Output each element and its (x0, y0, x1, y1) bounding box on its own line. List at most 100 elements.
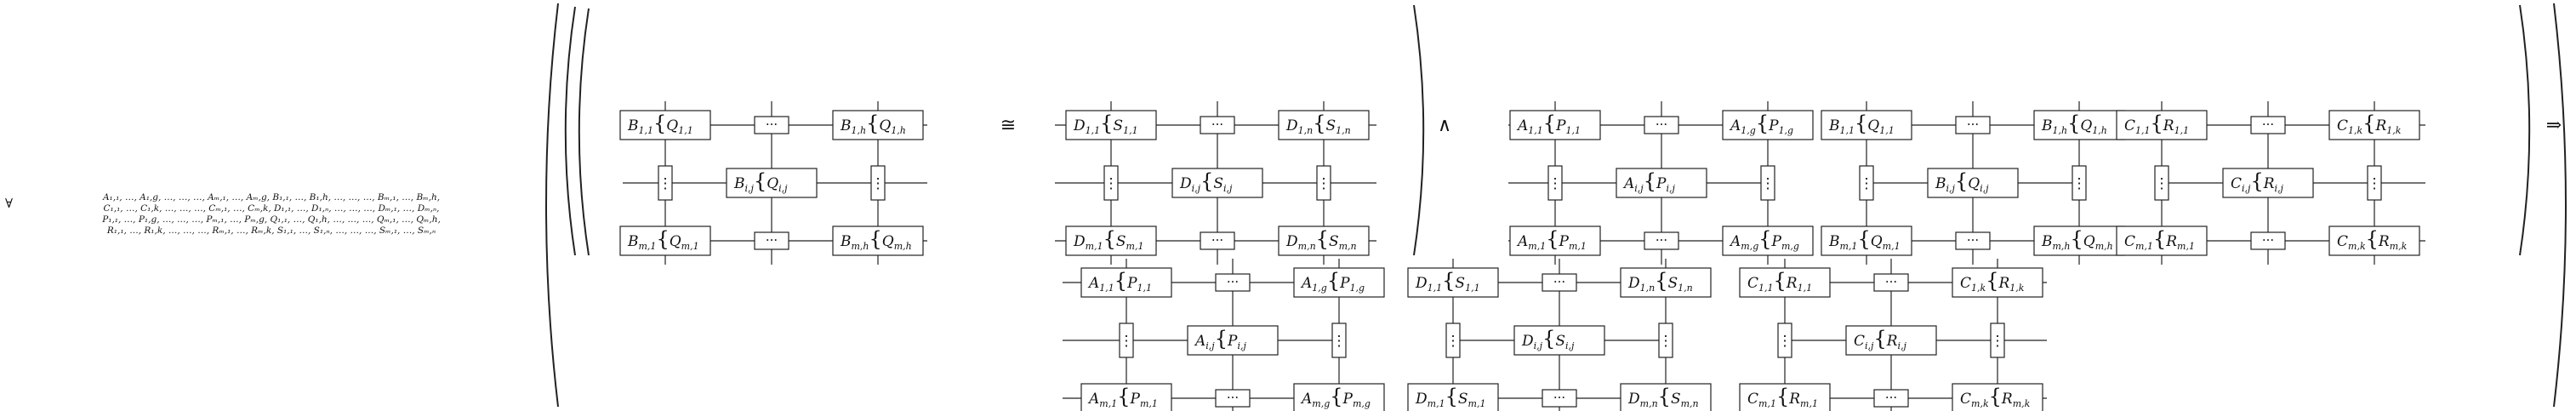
grid-b-q-top-vdots-right: ⋮ (2072, 165, 2087, 201)
grid-c-r-bottom-hdots-top: ··· (1873, 273, 1909, 292)
grid-a-p-top-vdots-left-glyph: ⋮ (1548, 175, 1563, 192)
grid-a-p-top-middle-box (1616, 168, 1707, 198)
grid-d-s-bottom-top-right: D1,n{S1,n (1620, 267, 1712, 298)
grid-a-p-bottom-middle: Ai,j{Pi,j (1187, 325, 1279, 356)
grid-a-p-bottom-bottom-right-box (1293, 383, 1385, 411)
grid-a-p-bottom-bottom-right-label: Am,g{Pm,g (1300, 385, 1371, 409)
grid-a-p-bottom-vdots-right-glyph: ⋮ (1332, 333, 1347, 350)
cong-symbol: ≅ (1000, 115, 1016, 136)
inner-left-paren-2 (578, 8, 590, 256)
grid-c-r-top-vdots-left-box (2154, 165, 2169, 201)
grid-d-s-hdots-bottom: ··· (1200, 231, 1235, 250)
forall-symbol: ∀ (5, 196, 14, 211)
grid-b-q-top-bottom-right: Bm,h{Qm,h (2033, 225, 2125, 256)
grid-b-q-top-top-right: B1,h{Q1,h (2033, 110, 2125, 140)
grid-a-p-bottom-top-left: A1,1{P1,1 (1080, 267, 1172, 298)
grid-b-q-bottom-left-box (619, 225, 711, 256)
grid-d-s-vdots-left: ⋮ (1103, 165, 1119, 201)
grid-d-s-bottom-bottom-left-label: Dm,1{Sm,1 (1415, 385, 1485, 409)
grid-b-q-vdots-left-box (658, 165, 673, 201)
grid-c-r-top-hdots-bottom: ··· (2250, 231, 2286, 250)
grid-c-r-top-top-left-label: C1,1{R1,1 (2124, 111, 2189, 136)
grid-a-p-top-hdots-bottom-glyph: ··· (1656, 232, 1667, 248)
grid-c-r-bottom-bottom-right-label: Cm,k{Rm,k (1960, 385, 2031, 409)
grid-d-s-middle-label: Di,j{Si,j (1179, 169, 1233, 194)
grid-c-r-top-bottom-right-label: Cm,k{Rm,k (2337, 227, 2408, 252)
grid-b-q-top-vdots-right-box (2072, 165, 2087, 201)
grid-c-r-top-hdots-bottom-glyph: ··· (2262, 232, 2274, 248)
grid-b-q-top-left-box (619, 110, 711, 140)
wedge-symbol: ∧ (1438, 115, 1451, 136)
grid-b-q-top-middle-box (1927, 168, 2019, 198)
grid-c-r-top-top-left-box (2116, 110, 2208, 140)
grid-d-s-hdots-top-box (1200, 116, 1235, 134)
grid-b-q-middle-box (726, 168, 818, 198)
grid-a-p-bottom-hdots-top-glyph: ··· (1227, 274, 1239, 289)
grid-d-s-bottom-hdots-bottom-glyph: ··· (1553, 390, 1565, 405)
grid-a-p-top-top-left-box (1509, 110, 1601, 140)
grid-d-s-bottom-right: Dm,n{Sm,n (1278, 225, 1370, 256)
grid-d-s-bottom: D1,1{S1,1···D1,n{S1,n⋮Di,j{Si,j⋮Dm,1{Sm,… (1407, 259, 1712, 411)
grid-a-p-top-middle: Ai,j{Pi,j (1616, 168, 1707, 198)
grid-d-s-bottom-left: Dm,1{Sm,1 (1065, 225, 1157, 256)
quantifier-line-2: C₁,₁, …, C₁,k, …, …, …, Cₘ,₁, …, Cₘ,k, D… (103, 203, 440, 214)
grid-a-p-top-hdots-top-glyph: ··· (1656, 117, 1667, 132)
grid-c-r-top-middle: Ci,j{Ri,j (2222, 168, 2314, 198)
grid-a-p-top-top-left-label: A1,1{P1,1 (1516, 111, 1581, 136)
quantifier-block: ∀ A₁,₁, …, A₁,g, …, …, …, Aₘ,₁, …, Aₘ,g,… (0, 0, 527, 411)
grid-c-r-top-hdots-top-glyph: ··· (2262, 117, 2274, 132)
grid-a-p-bottom-hdots-bottom: ··· (1215, 389, 1251, 408)
grid-c-r-top-top-left: C1,1{R1,1 (2116, 110, 2208, 140)
grid-a-p-bottom-middle-box (1187, 325, 1279, 356)
grid-b-q-top-hdots-bottom-box (1955, 231, 1991, 250)
grid-c-r-top-top-right-box (2328, 110, 2420, 140)
grid-c-r-bottom-top-left-label: C1,1{R1,1 (1747, 269, 1812, 294)
grid-a-p-top: A1,1{P1,1···A1,g{P1,g⋮Ai,j{Pi,j⋮Am,1{Pm,… (1508, 101, 1814, 265)
grid-b-q-top-middle-label: Bi,j{Qi,j (1935, 169, 1989, 194)
grid-c-r-top-bottom-left-label: Cm,1{Rm,1 (2124, 227, 2195, 252)
grid-b-q-top-hdots-top-glyph: ··· (1967, 117, 1979, 132)
inner-right-paren (1413, 4, 1425, 256)
grid-b-q-top-right-box (832, 110, 924, 140)
grid-d-s-middle: Di,j{Si,j (1171, 168, 1263, 198)
grid-d-s-top-right: D1,n{S1,n (1278, 110, 1370, 140)
grid-c-r-bottom-middle-label: Ci,j{Ri,j (1854, 327, 1907, 351)
grid-a-p-bottom-hdots-bottom-box (1215, 389, 1251, 408)
grid-a-p-bottom-top-right-label: A1,g{P1,g (1300, 269, 1365, 294)
grid-b-q-top-bottom-right-box (2033, 225, 2125, 256)
grid-c-r-top-middle-box (2222, 168, 2314, 198)
grid-c-r-top-top-right: C1,k{R1,k (2328, 110, 2420, 140)
grid-c-r-top-vdots-left-glyph: ⋮ (2155, 175, 2169, 192)
grid-d-s-bottom-hdots-top-box (1542, 273, 1577, 292)
grid-a-p-bottom-top-right: A1,g{P1,g (1293, 267, 1385, 298)
grid-b-q-top-vdots-left-glyph: ⋮ (1860, 175, 1874, 192)
grid-b-q-top-right: B1,h{Q1,h (832, 110, 924, 140)
grid-d-s-top-left-box (1065, 110, 1157, 140)
grid-c-r-bottom-vdots-right-box (1990, 323, 2005, 358)
grid-d-s-hdots-top-glyph: ··· (1211, 117, 1223, 132)
grid-b-q-top-hdots-top: ··· (1955, 116, 1991, 134)
grid-c-r-bottom-top-right: C1,k{R1,k (1952, 267, 2043, 298)
grid-a-p-top-middle-label: Ai,j{Pi,j (1622, 169, 1675, 194)
grid-b-q-top-left: B1,1{Q1,1 (619, 110, 711, 140)
grid-a-p-top-vdots-right-box (1760, 165, 1775, 201)
grid-b-q-top: B1,1{Q1,1···B1,h{Q1,h⋮Bi,j{Qi,j⋮Bm,1{Qm,… (1821, 101, 2125, 265)
grid-c-r-bottom-hdots-top-box (1873, 273, 1909, 292)
grid-a-p-bottom-bottom-left: Am,1{Pm,1 (1080, 383, 1172, 411)
grid-b-q-vdots-left-glyph: ⋮ (658, 175, 673, 192)
grid-d-s-bottom-vdots-right-box (1658, 323, 1673, 358)
grid-d-s-bottom-hdots-top: ··· (1542, 273, 1577, 292)
grid-c-r-bottom-vdots-left-box (1777, 323, 1792, 358)
grid-a-p-top-top-left: A1,1{P1,1 (1509, 110, 1601, 140)
grid-b-q-top-top-left-box (1821, 110, 1912, 140)
quantifier-line-4: R₁,₁, …, R₁,k, …, …, …, Rₘ,₁, …, Rₘ,k, S… (106, 225, 436, 236)
grid-c-r-bottom-vdots-right: ⋮ (1990, 323, 2005, 358)
grid-a-p-top-bottom-left-box (1509, 225, 1601, 256)
grid-a-p-top-bottom-right-label: Am,g{Pm,g (1729, 227, 1799, 252)
grid-b-q-top-top-right-box (2033, 110, 2125, 140)
grid-c-r-top-bottom-right: Cm,k{Rm,k (2328, 225, 2420, 256)
grid-d-s-hdots-bottom-box (1200, 231, 1235, 250)
outer-left-paren (545, 3, 559, 408)
grid-a-p-top-vdots-right: ⋮ (1760, 165, 1775, 201)
